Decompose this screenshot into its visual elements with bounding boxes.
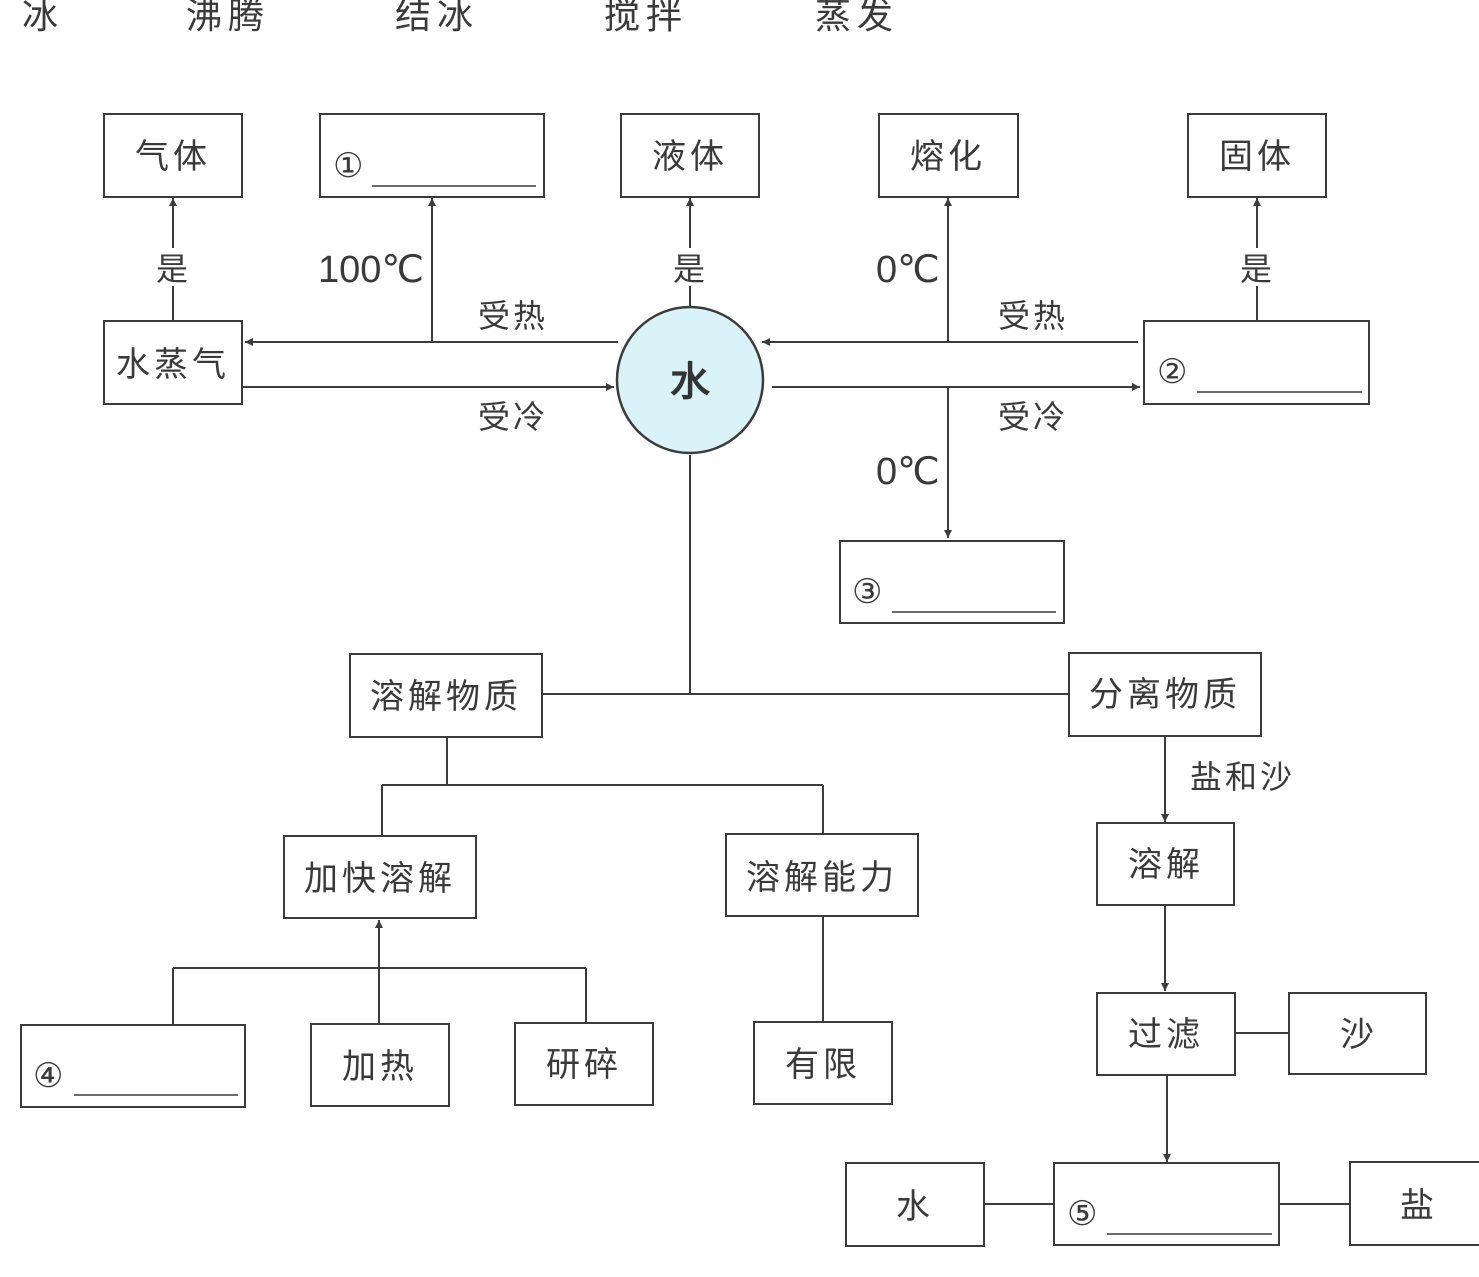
word-bank-item: 搅拌 — [604, 0, 688, 37]
word-bank-item: 冰 — [22, 0, 64, 37]
node-filter-label: 过滤 — [1128, 1015, 1204, 1055]
node-liquid-label: 液体 — [652, 137, 728, 177]
node-speed-up-dissolve: 加快溶解 — [283, 835, 477, 919]
label-yes-gas: 是 — [156, 250, 191, 288]
word-bank-item: 蒸发 — [815, 0, 899, 37]
node-vapor: 水蒸气 — [103, 320, 243, 405]
node-dissolve-ability: 溶解能力 — [725, 833, 919, 917]
node-dissolve-label: 溶解 — [1128, 845, 1204, 885]
node-salt: 盐 — [1349, 1161, 1479, 1246]
node-water-out-label: 水 — [896, 1187, 934, 1227]
circled-number-1: ① — [333, 146, 363, 186]
label-cooled-right: 受冷 — [998, 398, 1068, 436]
node-grind-label: 研碎 — [546, 1045, 622, 1085]
node-heat: 加热 — [310, 1023, 450, 1107]
node-liquid: 液体 — [620, 113, 760, 198]
node-separate-substance: 分离物质 — [1068, 652, 1262, 737]
node-blank3[interactable]: ③ — [839, 540, 1065, 624]
node-dissolve-substance-label: 溶解物质 — [370, 677, 522, 717]
node-heat-label: 加热 — [342, 1047, 418, 1087]
center-water: 水 — [615, 305, 765, 455]
node-gas: 气体 — [103, 113, 243, 198]
label-0c-freeze: 0℃ — [876, 451, 940, 493]
node-speed-up-dissolve-label: 加快溶解 — [304, 859, 456, 899]
node-dissolve: 溶解 — [1096, 822, 1235, 906]
circled-number-5: ⑤ — [1067, 1194, 1097, 1234]
node-blank5[interactable]: ⑤ — [1053, 1162, 1280, 1246]
node-blank1[interactable]: ① — [319, 113, 545, 198]
circled-number-4: ④ — [33, 1056, 63, 1096]
node-melt-label: 熔化 — [910, 137, 986, 177]
edge-labels: 是 100℃ 受热 受冷 是 0℃ 受热 是 受冷 0℃ 盐和沙 — [156, 248, 1295, 796]
word-bank-item: 沸腾 — [186, 0, 270, 37]
label-yes-solid: 是 — [1240, 250, 1275, 288]
word-bank: 冰 沸腾 结冰 搅拌 蒸发 — [22, 0, 899, 37]
node-blank2[interactable]: ② — [1143, 320, 1370, 405]
node-grind: 研碎 — [514, 1022, 654, 1106]
label-heated-right: 受热 — [998, 297, 1068, 335]
node-melt: 熔化 — [878, 113, 1019, 198]
node-solid-label: 固体 — [1219, 137, 1295, 177]
node-dissolve-substance: 溶解物质 — [349, 653, 543, 738]
label-cooled-left: 受冷 — [478, 398, 548, 436]
node-limited: 有限 — [753, 1021, 893, 1105]
node-sand: 沙 — [1288, 992, 1427, 1075]
node-blank4[interactable]: ④ — [20, 1024, 246, 1108]
circled-number-2: ② — [1157, 352, 1187, 392]
water-circle — [615, 305, 765, 455]
node-dissolve-ability-label: 溶解能力 — [746, 858, 898, 898]
node-vapor-label: 水蒸气 — [116, 345, 230, 385]
node-limited-label: 有限 — [785, 1045, 861, 1085]
label-salt-and-sand: 盐和沙 — [1190, 758, 1295, 796]
word-bank-item: 结冰 — [395, 0, 479, 37]
node-filter: 过滤 — [1096, 992, 1236, 1076]
node-salt-label: 盐 — [1400, 1186, 1438, 1226]
circled-number-3: ③ — [852, 572, 882, 612]
connectors — [169, 198, 1350, 1205]
node-sand-label: 沙 — [1340, 1015, 1378, 1055]
label-yes-liquid: 是 — [673, 250, 708, 288]
center-label: 水 — [670, 359, 711, 405]
label-0c-melt: 0℃ — [876, 249, 940, 291]
node-solid: 固体 — [1187, 113, 1327, 198]
node-water-out: 水 — [845, 1162, 985, 1247]
node-separate-substance-label: 分离物质 — [1089, 675, 1241, 715]
node-gas-label: 气体 — [135, 137, 211, 177]
label-100c: 100℃ — [318, 249, 424, 291]
label-heated-left: 受热 — [478, 297, 548, 335]
